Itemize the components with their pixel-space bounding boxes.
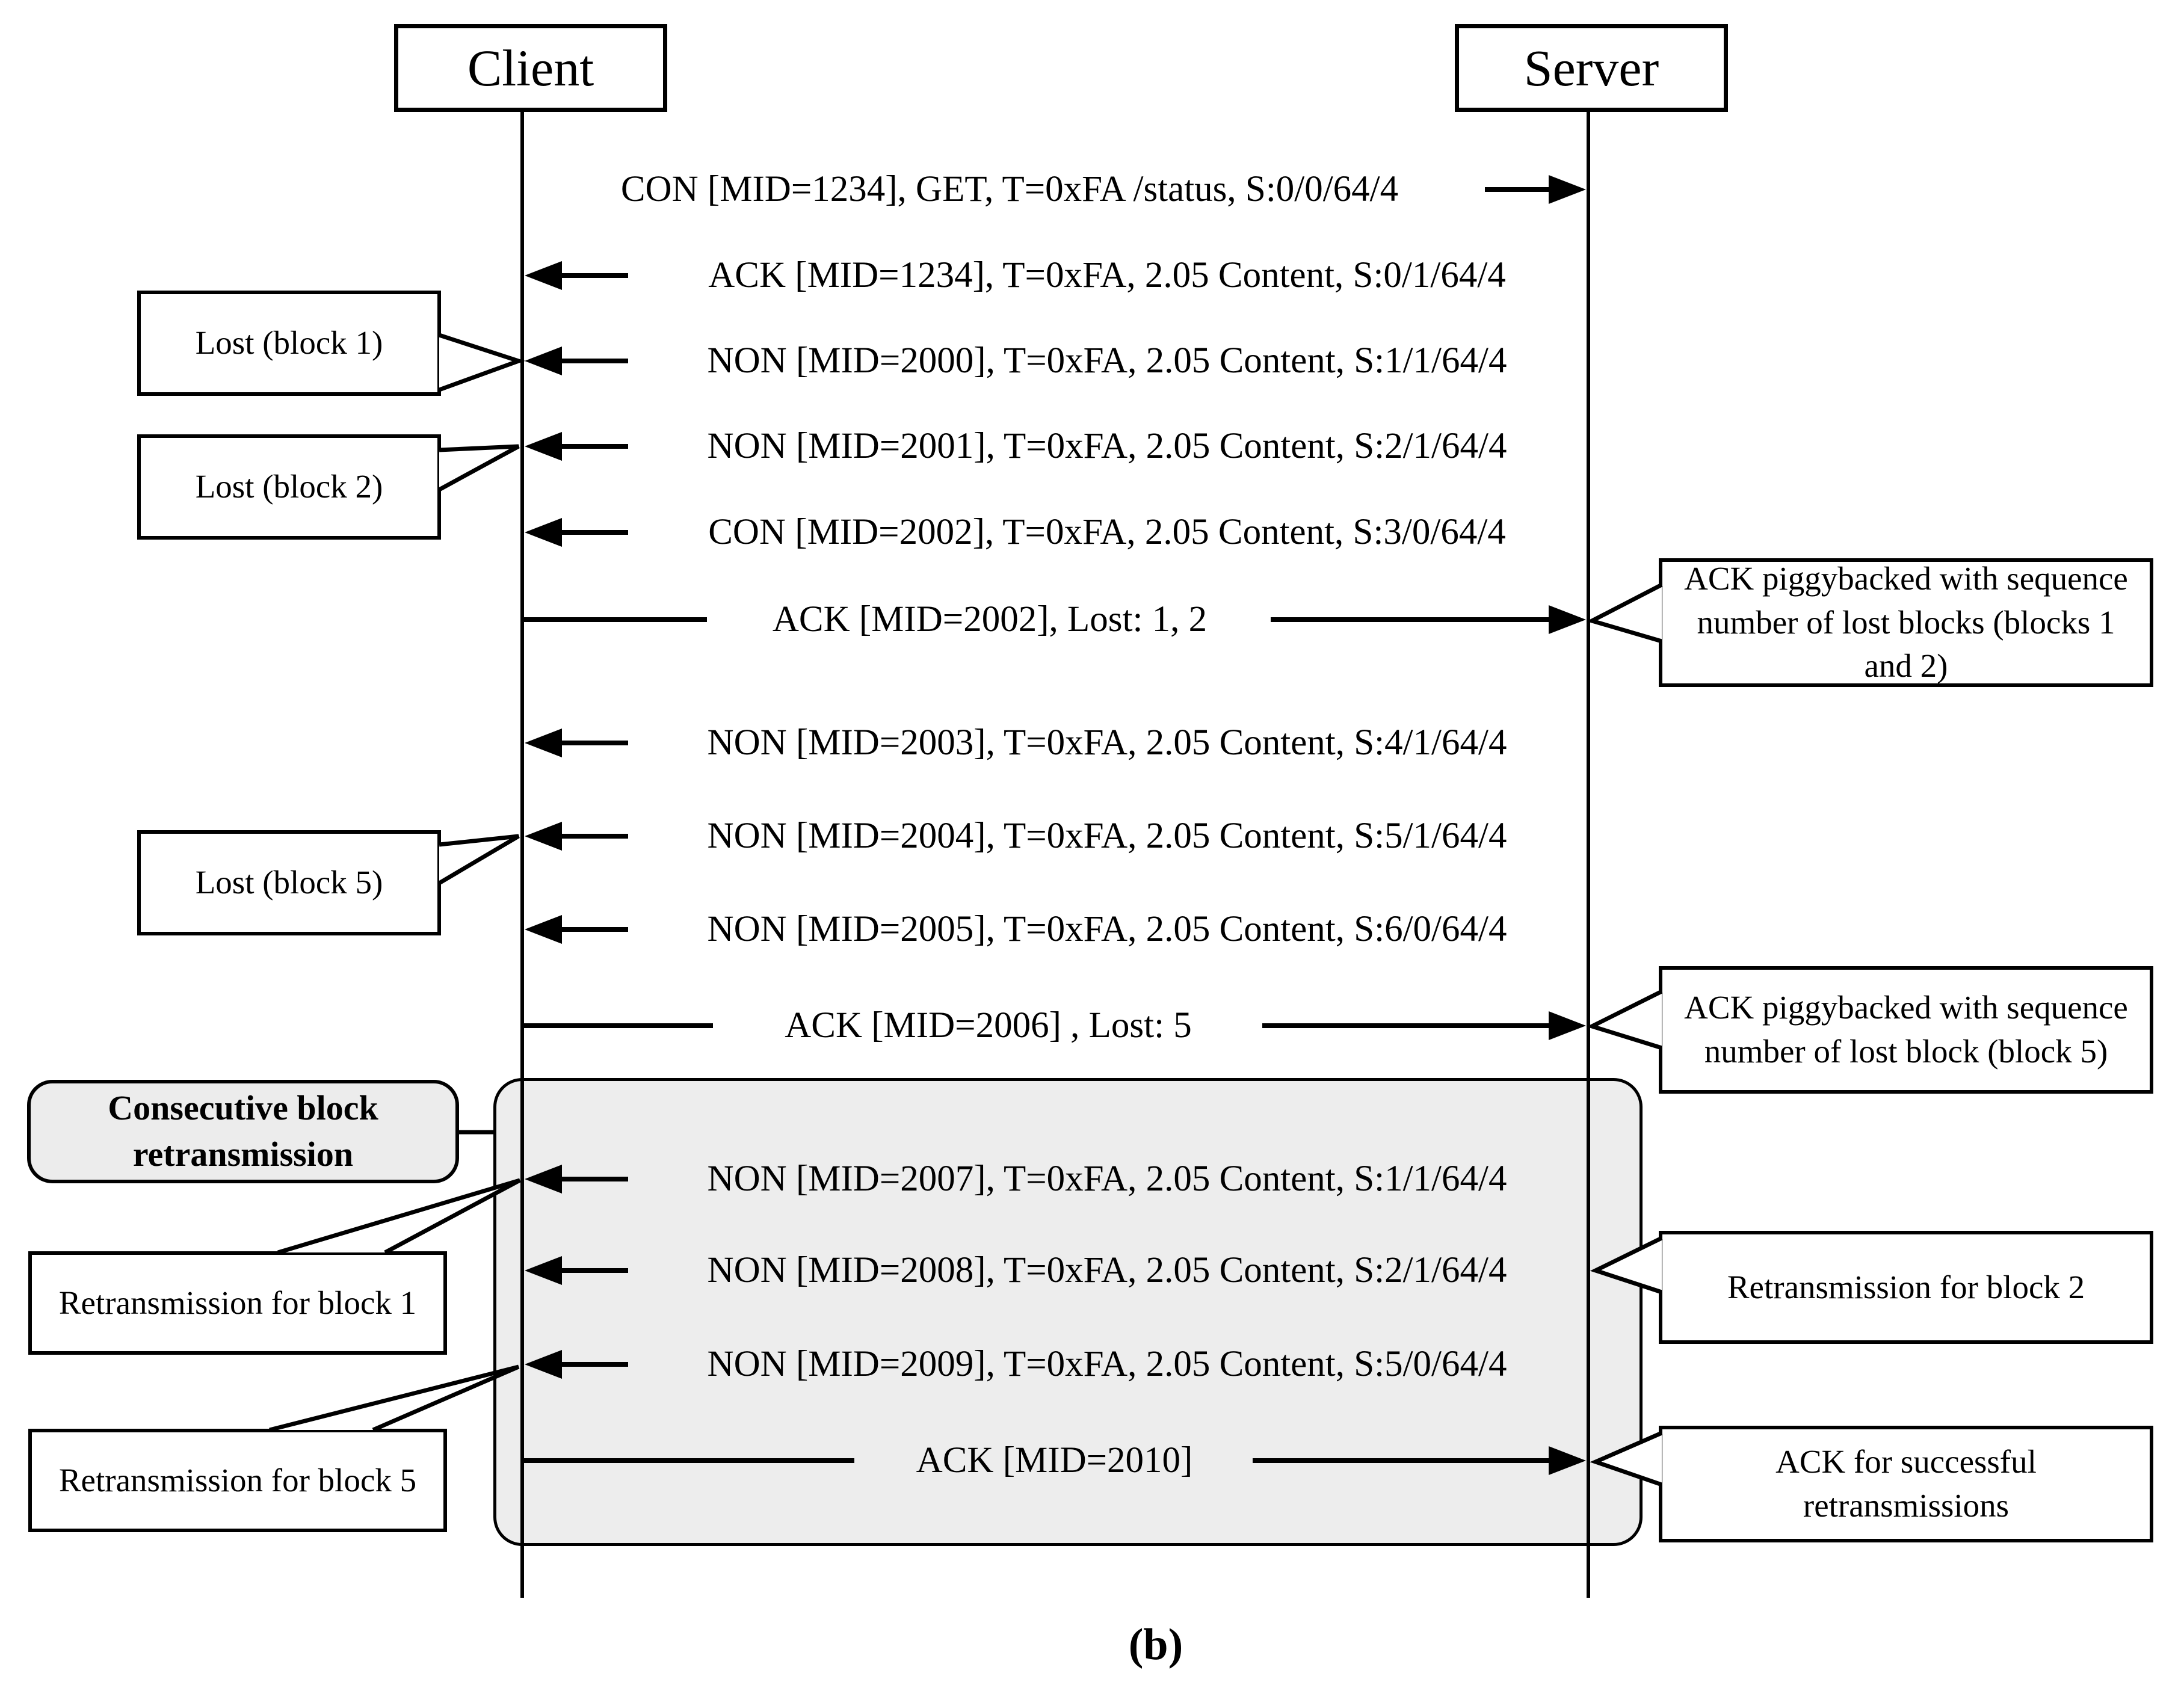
figure-caption: (b) — [1128, 1619, 1183, 1669]
arrowhead-left — [525, 432, 562, 461]
callout-tail — [438, 444, 520, 492]
callout-ack-piggyback-blocks-1-2: ACK piggybacked with sequence number of … — [1659, 558, 2153, 687]
callout-tail — [1586, 989, 1663, 1050]
arrowhead-right — [1549, 1011, 1586, 1040]
arrowhead-left — [525, 261, 562, 290]
message-label: CON [MID=1234], GET, T=0xFA /status, S:0… — [620, 169, 1399, 209]
callout-lost-block-1: Lost (block 1) — [137, 291, 441, 396]
callout-tail — [269, 1364, 520, 1432]
callout-retransmission-block-5: Retransmission for block 5 — [28, 1429, 447, 1532]
callout-ack-successful: ACK for successful retransmissions — [1659, 1426, 2153, 1542]
arrowhead-right — [1549, 605, 1586, 634]
message-label: ACK [MID=1234], T=0xFA, 2.05 Content, S:… — [708, 255, 1506, 295]
callout-lost-block-5: Lost (block 5) — [137, 830, 441, 935]
callout-ack-piggyback-block-5: ACK piggybacked with sequence number of … — [1659, 966, 2153, 1094]
message-label: NON [MID=2005], T=0xFA, 2.05 Content, S:… — [707, 909, 1507, 949]
consecutive-retransmission-region — [493, 1078, 1643, 1546]
message-label: NON [MID=2004], T=0xFA, 2.05 Content, S:… — [707, 816, 1507, 856]
callout-tail — [1586, 582, 1663, 644]
actor-server-label: Server — [1523, 39, 1659, 97]
message-label: CON [MID=2002], T=0xFA, 2.05 Content, S:… — [708, 512, 1506, 552]
message-label: ACK [MID=2010] — [916, 1440, 1193, 1480]
message-label: NON [MID=2008], T=0xFA, 2.05 Content, S:… — [707, 1250, 1507, 1290]
callout-tail — [438, 333, 525, 392]
message-label: NON [MID=2003], T=0xFA, 2.05 Content, S:… — [707, 722, 1507, 763]
message-label: NON [MID=2001], T=0xFA, 2.05 Content, S:… — [707, 426, 1507, 466]
callout-consecutive-block-retransmission: Consecutive block retransmission — [27, 1080, 459, 1183]
message-label: NON [MID=2000], T=0xFA, 2.05 Content, S:… — [707, 340, 1507, 381]
arrowhead-left — [525, 822, 562, 851]
callout-tail — [438, 834, 520, 886]
callout-retransmission-block-1: Retransmission for block 1 — [28, 1251, 447, 1355]
message-label: ACK [MID=2006] , Lost: 5 — [785, 1005, 1192, 1046]
callout-retransmission-block-2: Retransmission for block 2 — [1659, 1231, 2153, 1344]
message-label: NON [MID=2009], T=0xFA, 2.05 Content, S:… — [707, 1344, 1507, 1384]
arrowhead-left — [525, 729, 562, 757]
actor-client: Client — [394, 24, 667, 112]
arrowhead-left — [525, 518, 562, 547]
callout-lost-block-2: Lost (block 2) — [137, 434, 441, 540]
arrowhead-right — [1549, 175, 1586, 204]
actor-server: Server — [1455, 24, 1728, 112]
message-label: NON [MID=2007], T=0xFA, 2.05 Content, S:… — [707, 1159, 1507, 1199]
actor-client-label: Client — [467, 39, 594, 97]
message-label: ACK [MID=2002], Lost: 1, 2 — [772, 599, 1208, 639]
arrowhead-left — [525, 347, 562, 375]
callout-tail — [277, 1178, 521, 1255]
arrowhead-left — [525, 915, 562, 944]
